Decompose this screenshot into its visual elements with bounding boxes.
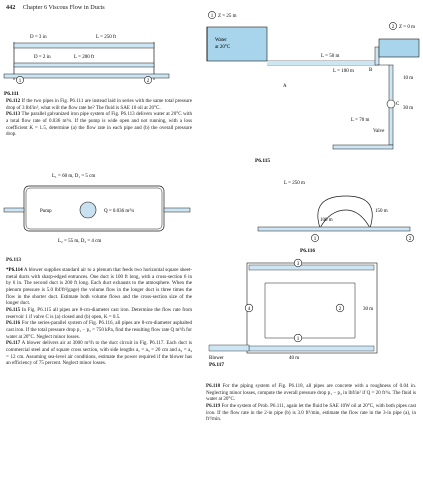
- l40-label: 40 m: [289, 356, 299, 361]
- figure-label: P6.111: [4, 91, 19, 97]
- page-header: 442 Chapter 6 Viscous Flow in Ducts: [6, 4, 105, 11]
- temp-label: at 20°C: [215, 45, 231, 50]
- l100-label: L = 100 m: [333, 69, 354, 74]
- figure-p6-113: L₁ = 60 m, D₁ = 5 cm Pump Q = 0.036 m³/s…: [3, 174, 191, 244]
- figure-p6-115: 1 Z = 25 m Water at 20°C 2 Z = 0 m C Val…: [206, 11, 420, 164]
- problem-6-119: P6.119 For the system of Prob. P6.111, a…: [206, 402, 417, 423]
- figure-p6-116: 1 2 L = 250 m 150 m 100 m P6.116: [257, 181, 414, 254]
- d100-label: 100 m: [320, 218, 333, 223]
- a-label: A: [283, 84, 287, 89]
- n1-label: 1: [297, 337, 300, 342]
- h10-label: 10 m: [403, 76, 413, 81]
- n3-label: 3: [297, 262, 300, 267]
- pump-label: Pump: [40, 209, 52, 214]
- node-1-circle: [16, 76, 24, 84]
- node-2-circle: [144, 76, 152, 84]
- h30-label: 30 m: [403, 106, 413, 111]
- problem-6-115: P6.115 In Fig. P6.115 all pipes are 8-cm…: [6, 306, 193, 320]
- problems-block-2: *P6.114 A blower supplies standard air t…: [6, 267, 192, 367]
- n2-label: 2: [339, 307, 342, 312]
- figure-p6-117: 3 4 2 1 30 m Blower 40 m P6.117: [208, 258, 378, 368]
- figure-label: P6.117: [209, 362, 224, 368]
- res2-elev: Z = 0 m: [399, 25, 415, 30]
- valve-label: Valve: [373, 129, 385, 134]
- res1-elev: Z = 25 m: [218, 14, 237, 19]
- top-pipe-label: L₁ = 60 m, D₁ = 5 cm: [52, 174, 95, 179]
- problems-block-1: P6.112 If the two pipes in Fig. P6.111 a…: [6, 98, 192, 138]
- pipe-a-diameter: D = 3 in: [30, 35, 47, 40]
- figure-label: P6.116: [300, 248, 315, 254]
- node-1-label: 1: [19, 79, 22, 84]
- problems-block-3: P6.118 For the piping system of Fig. P6.…: [206, 383, 416, 423]
- node-2-label: 2: [147, 79, 150, 84]
- figure-label-113: P6.113: [6, 257, 22, 263]
- bottom-pipe-label: L₂ = 55 m, D₂ = 4 cm: [58, 239, 101, 244]
- flow-label: Q = 0.036 m³/s: [104, 208, 134, 214]
- res1-number: 1: [211, 14, 214, 19]
- pipe-b-diameter: D = 2 in: [34, 55, 51, 60]
- problem-6-112: P6.112 If the two pipes in Fig. P6.111 a…: [6, 98, 192, 111]
- pipe-b-length: L = 200 ft: [74, 55, 95, 60]
- page-number: 442: [6, 4, 16, 11]
- l250-label: L = 250 m: [284, 181, 305, 186]
- n2-label: 2: [409, 237, 412, 242]
- figure-label: P6.115: [255, 158, 270, 164]
- valve-circle: [386, 99, 396, 109]
- b-label: B: [369, 68, 373, 73]
- n1-label: 1: [314, 237, 317, 242]
- problem-6-117: P6.117 A blower delivers air at 3000 m³/…: [6, 340, 193, 367]
- d150-label: 150 m: [375, 209, 388, 214]
- n4-label: 4: [248, 307, 251, 312]
- l30-label: 30 m: [363, 307, 373, 312]
- chapter-title: Chapter 6 Viscous Flow in Ducts: [22, 4, 105, 11]
- pump-circle: [79, 201, 97, 219]
- pipe-a-length: L = 250 ft: [96, 35, 117, 40]
- c-label: C: [396, 102, 400, 107]
- water-label: Water: [215, 38, 227, 43]
- res2-number: 2: [392, 25, 395, 30]
- problem-6-118: P6.118 For the piping system of Fig. P6.…: [206, 383, 416, 403]
- problem-6-116: P6.116 For the series-parallel system of…: [6, 320, 193, 340]
- l50-label: L = 50 m: [321, 54, 339, 59]
- blower-label: Blower: [209, 356, 224, 361]
- problem-6-114: *P6.114 A blower supplies standard air t…: [6, 267, 192, 307]
- problem-6-113: P6.113 The parallel galvanized iron pipe…: [6, 111, 192, 138]
- figure-p6-111: 1 2 D = 3 in L = 250 ft D = 2 in L = 200…: [3, 35, 170, 97]
- l70-label: L = 70 m: [351, 118, 369, 123]
